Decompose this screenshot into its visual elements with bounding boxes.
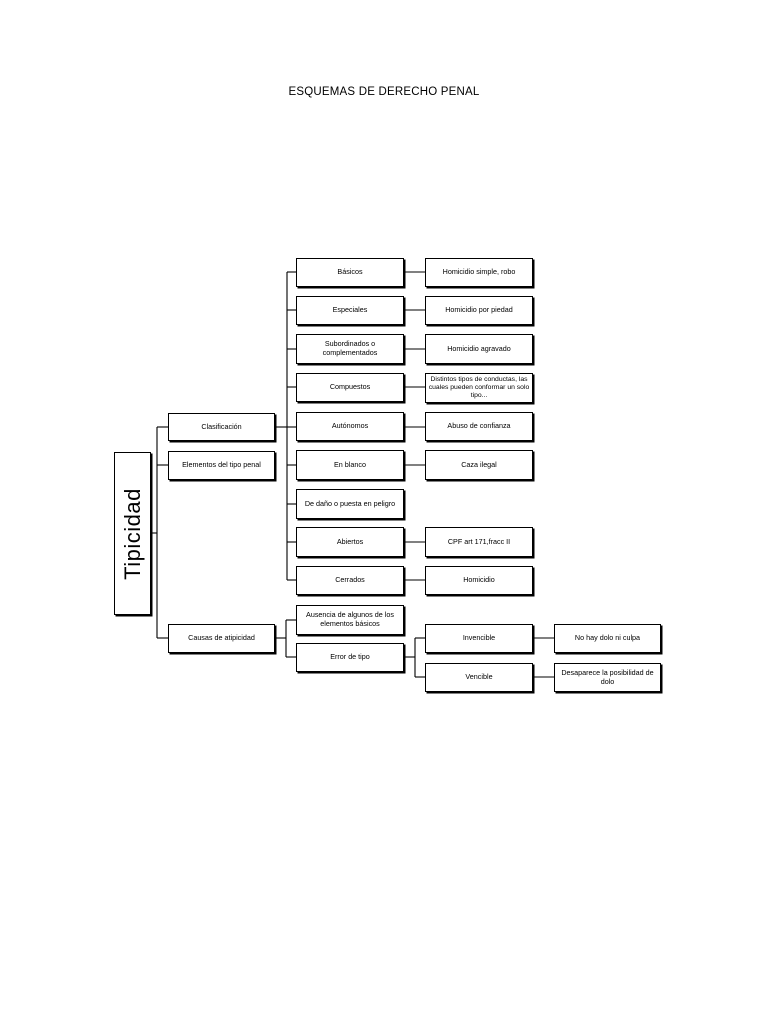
node-en-blanco: En blanco xyxy=(296,450,404,480)
example-cerrados: Homicidio xyxy=(425,566,533,595)
example-subordinados: Homicidio agravado xyxy=(425,334,533,364)
example-especiales: Homicidio por piedad xyxy=(425,296,533,325)
node-de-dano-o-peligro: De daño o puesta en peligro xyxy=(296,489,404,519)
node-especiales: Especiales xyxy=(296,296,404,325)
effect-vencible: Desaparece la posibilidad de dolo xyxy=(554,663,661,692)
node-abiertos: Abiertos xyxy=(296,527,404,557)
node-causas-atipicidad: Causas de atipicidad xyxy=(168,624,275,653)
page-title: ESQUEMAS DE DERECHO PENAL xyxy=(288,86,480,98)
node-subordinados: Subordinados o complementados xyxy=(296,334,404,364)
node-invencible: Invencible xyxy=(425,624,533,653)
example-basicos: Homicidio simple, robo xyxy=(425,258,533,287)
example-autonomos: Abuso de confianza xyxy=(425,412,533,441)
example-abiertos: CPF art 171,fracc II xyxy=(425,527,533,557)
node-ausencia-elementos: Ausencia de algunos de los elementos bás… xyxy=(296,605,404,635)
root-label: Tipicidad xyxy=(119,487,145,580)
node-error-de-tipo: Error de tipo xyxy=(296,643,404,672)
node-elementos-tipo-penal: Elementos del tipo penal xyxy=(168,451,275,480)
node-compuestos: Compuestos xyxy=(296,373,404,402)
root-box-tipicidad: Tipicidad xyxy=(114,452,151,615)
effect-invencible: No hay dolo ni culpa xyxy=(554,624,661,653)
example-compuestos: Distintos tipos de conductas, las cuales… xyxy=(425,373,533,403)
node-basicos: Básicos xyxy=(296,258,404,287)
node-vencible: Vencible xyxy=(425,663,533,692)
node-clasificacion: Clasificación xyxy=(168,413,275,441)
example-en-blanco: Caza ilegal xyxy=(425,450,533,480)
node-cerrados: Cerrados xyxy=(296,566,404,595)
node-autonomos: Autónomos xyxy=(296,412,404,441)
